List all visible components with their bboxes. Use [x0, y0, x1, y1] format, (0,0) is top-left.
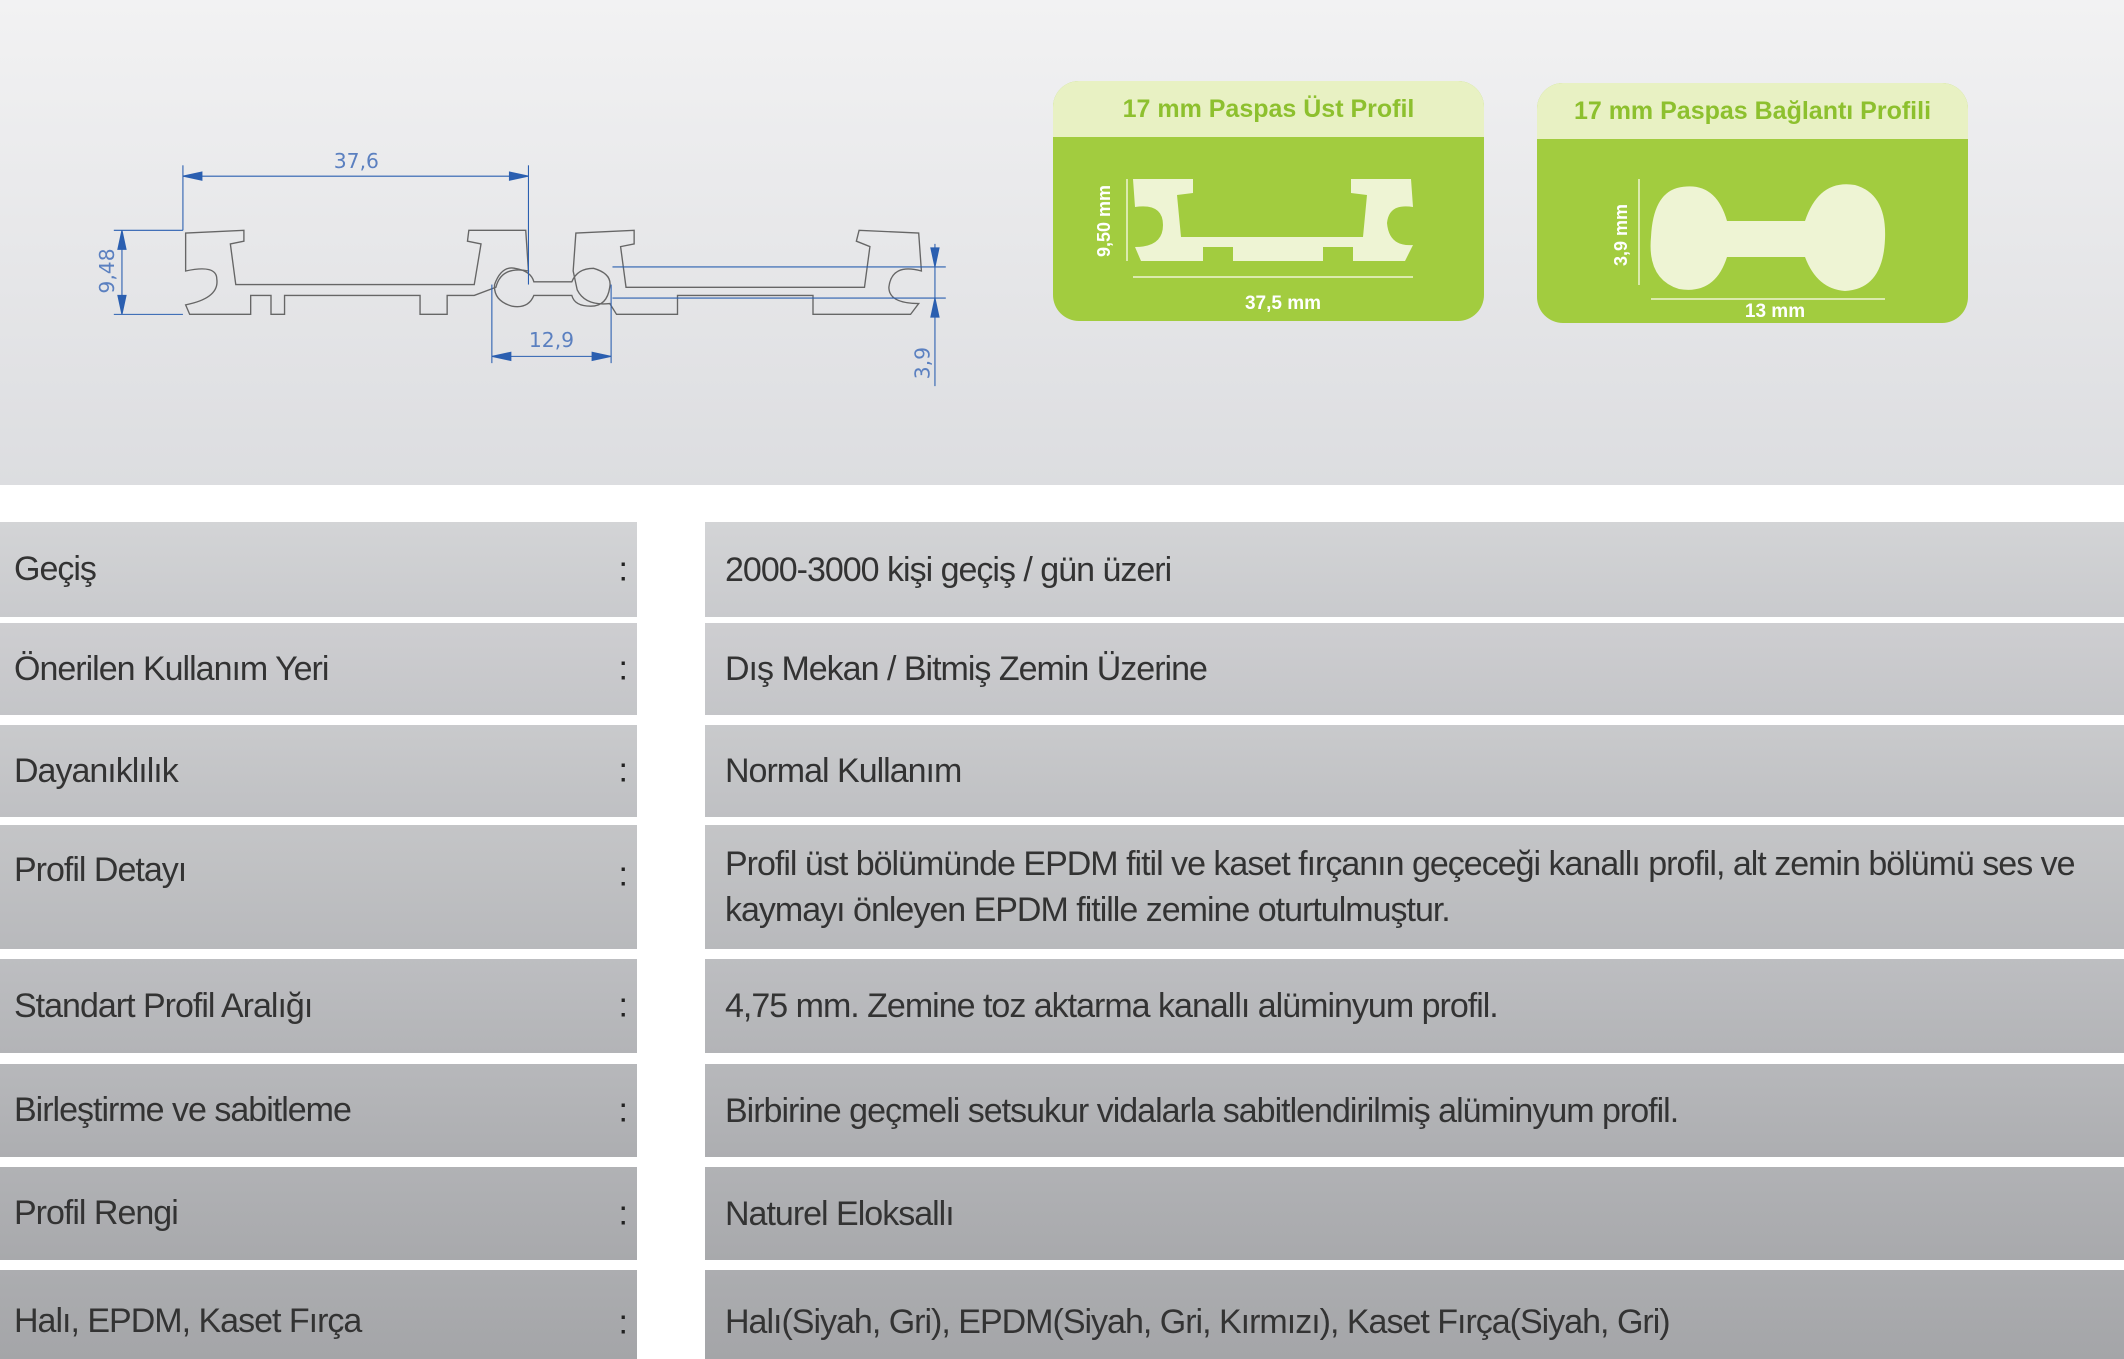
spec-value: Birbirine geçmeli setsukur vidalarla sab…	[705, 1064, 2124, 1157]
connector-shape	[1650, 184, 1886, 291]
spec-label-cell: Birleştirme ve sabitleme:	[0, 1064, 637, 1157]
spec-value: Normal Kullanım	[705, 725, 2124, 817]
spec-label: Geçiş	[14, 550, 97, 588]
separator: :	[618, 649, 629, 688]
spec-label-cell: Profil Rengi:	[0, 1167, 637, 1260]
width-label: 13 mm	[1745, 301, 1805, 322]
spec-label: Standart Profil Aralığı	[14, 986, 313, 1025]
header-panel: 37,6 9,48 12,9 3,9 17 mm Paspas Üst Prof…	[0, 0, 2124, 485]
spec-row: Dayanıklılık: Normal Kullanım	[0, 725, 2124, 817]
spec-value: Profil üst bölümünde EPDM fitil ve kaset…	[705, 825, 2124, 949]
arrow-icon	[117, 294, 127, 315]
separator: :	[618, 550, 629, 588]
spec-label: Önerilen Kullanım Yeri	[14, 649, 329, 688]
arrow-icon	[508, 171, 529, 181]
spec-label-cell: Dayanıklılık:	[0, 725, 637, 817]
spec-label: Birleştirme ve sabitleme	[14, 1091, 352, 1129]
card-title: 17 mm Paspas Bağlantı Profili	[1537, 83, 1968, 139]
spec-label-cell: Önerilen Kullanım Yeri:	[0, 623, 637, 715]
spec-label-cell: Halı, EPDM, Kaset Fırça:	[0, 1270, 637, 1359]
spec-label-cell: Standart Profil Aralığı:	[0, 959, 637, 1053]
separator: :	[618, 1303, 629, 1342]
arrow-icon	[491, 351, 512, 362]
profile-left-outline	[184, 229, 530, 316]
spec-row: Önerilen Kullanım Yeri: Dış Mekan / Bitm…	[0, 623, 2124, 715]
spec-value: Naturel Eloksallı	[705, 1167, 2124, 1260]
separator: :	[618, 1091, 629, 1129]
separator: :	[618, 751, 629, 790]
connector-outline	[493, 267, 611, 308]
spec-label: Halı, EPDM, Kaset Fırça	[14, 1302, 362, 1340]
arrow-icon	[182, 171, 203, 181]
spec-value: 4,75 mm. Zemine toz aktarma kanallı alüm…	[705, 959, 2124, 1053]
height-label: 3,9 mm	[1611, 204, 1631, 266]
width-label: 37,5 mm	[1245, 293, 1321, 314]
spec-row: Profil Rengi: Naturel Eloksallı	[0, 1167, 2124, 1260]
spec-label: Profil Rengi	[14, 1194, 179, 1232]
spec-row: Geçiş: 2000-3000 kişi geçiş / gün üzeri	[0, 522, 2124, 617]
separator: :	[618, 855, 629, 894]
arrow-icon	[930, 297, 940, 318]
dim-label-width: 37,6	[334, 149, 379, 173]
separator: :	[618, 986, 629, 1025]
profile-right-outline	[572, 229, 923, 316]
spec-label-cell: Geçiş:	[0, 522, 637, 617]
spec-row: Birleştirme ve sabitleme: Birbirine geçm…	[0, 1064, 2124, 1157]
technical-drawing: 37,6 9,48 12,9 3,9	[95, 149, 946, 387]
card-top-profile: 17 mm Paspas Üst Profil 9,50 mm 37,5 mm	[1053, 81, 1484, 321]
spec-label-cell: Profil Detayı:	[0, 825, 637, 949]
profile-shape	[1133, 179, 1413, 261]
dim-label-height: 9,48	[95, 248, 119, 293]
arrow-icon	[930, 247, 940, 268]
dim-label-connector: 12,9	[529, 328, 574, 352]
arrow-icon	[117, 230, 127, 250]
card-connector-profile: 17 mm Paspas Bağlantı Profili 3,9 mm 13 …	[1537, 83, 1968, 323]
spec-row: Standart Profil Aralığı: 4,75 mm. Zemine…	[0, 959, 2124, 1053]
spec-value: Dış Mekan / Bitmiş Zemin Üzerine	[705, 623, 2124, 715]
spec-row: Profil Detayı: Profil üst bölümünde EPDM…	[0, 825, 2124, 949]
dim-label-connector-height: 3,9	[911, 347, 935, 379]
connector-profile-illustration: 3,9 mm 13 mm	[1611, 179, 1886, 322]
arrow-icon	[591, 351, 612, 362]
height-label: 9,50 mm	[1094, 185, 1114, 257]
spec-label: Profil Detayı	[14, 851, 187, 889]
top-profile-illustration: 9,50 mm 37,5 mm	[1094, 179, 1413, 314]
spec-value: Halı(Siyah, Gri), EPDM(Siyah, Gri, Kırmı…	[705, 1270, 2124, 1359]
card-title: 17 mm Paspas Üst Profil	[1053, 81, 1484, 137]
spec-row: Halı, EPDM, Kaset Fırça: Halı(Siyah, Gri…	[0, 1270, 2124, 1359]
spec-value: 2000-3000 kişi geçiş / gün üzeri	[705, 522, 2124, 617]
separator: :	[618, 1194, 629, 1232]
spec-label: Dayanıklılık	[14, 751, 179, 790]
